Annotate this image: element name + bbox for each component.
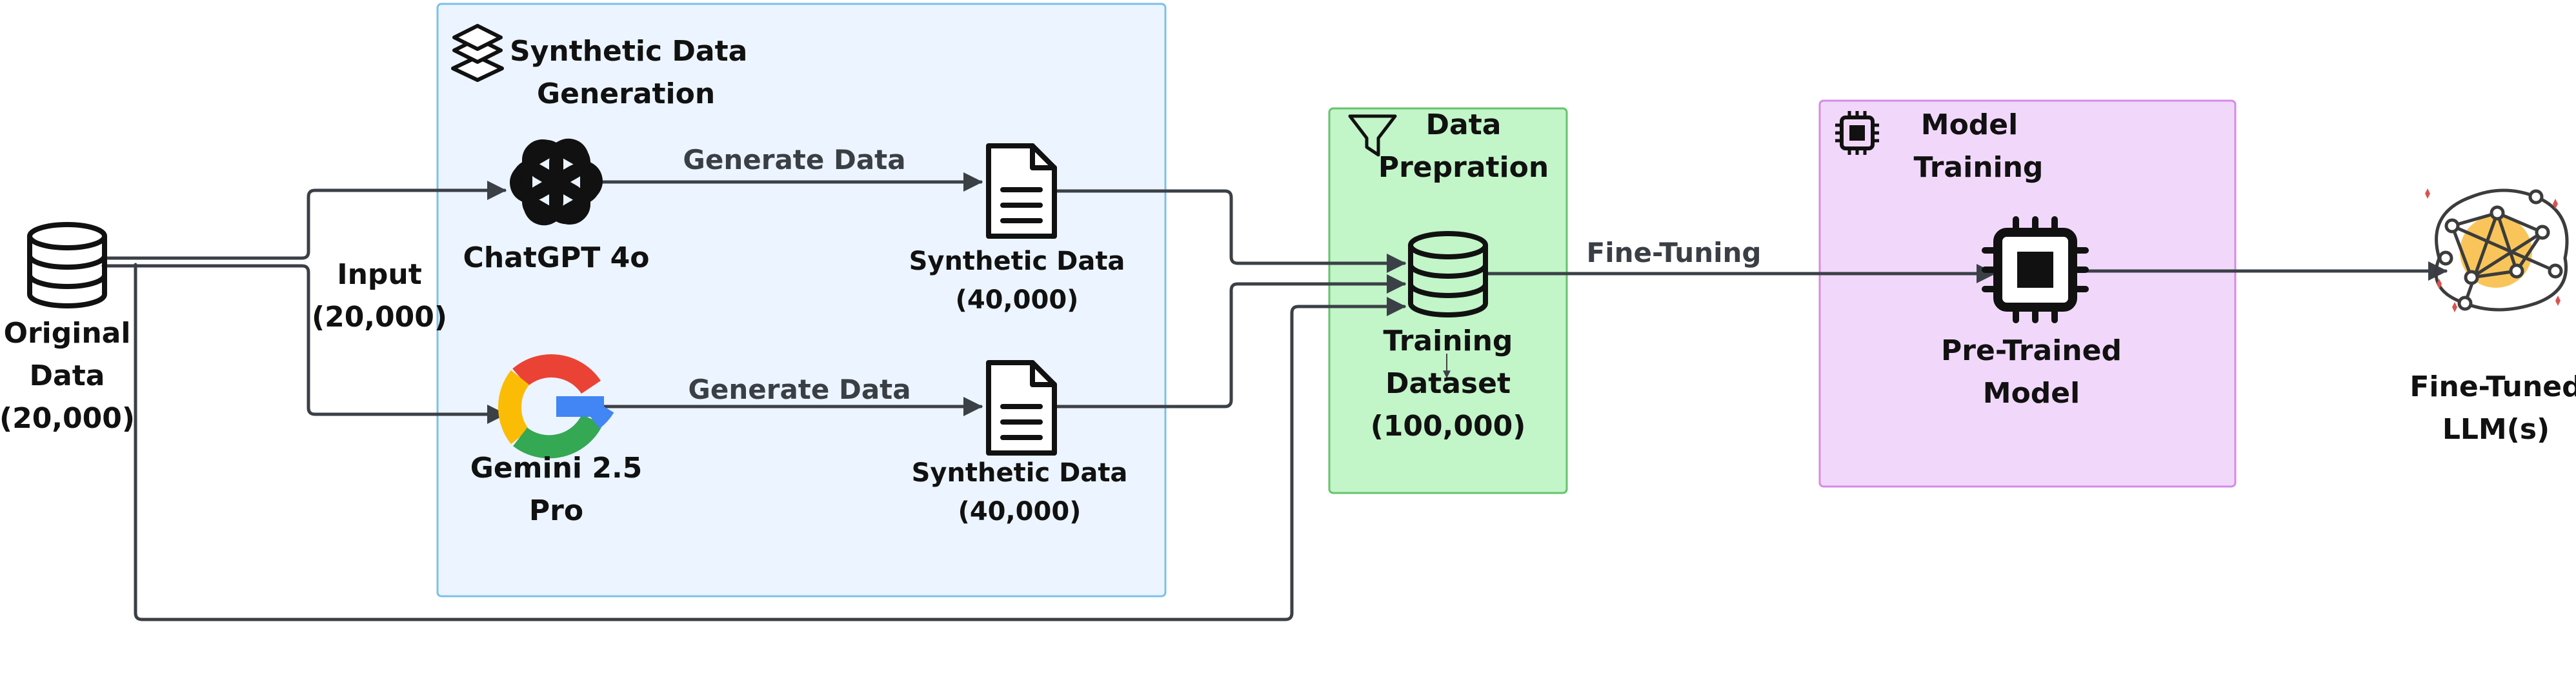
pretrained-label-line2: Model [1983, 377, 2080, 410]
connectors [101, 172, 2448, 621]
edge-source-to-gemini [101, 264, 507, 424]
synthetic-top-label-line2: (40,000) [956, 285, 1079, 315]
gemini-label-line1: Gemini 2.5 [470, 452, 643, 485]
synthetic-group-title-line2: Generation [537, 77, 715, 110]
original-data-node: Original Data (20,000) [0, 222, 135, 435]
openai-logo-icon [510, 138, 603, 226]
generate-data-label-bottom: Generate Data [688, 374, 911, 405]
edge-synthetic-top-to-dataset [1052, 189, 1406, 273]
brain-network-icon [2425, 188, 2569, 312]
original-data-label-line3: (20,000) [0, 402, 135, 435]
fine-tuned-llm-label-line1: Fine-Tuned [2410, 370, 2576, 403]
layers-icon [451, 24, 504, 82]
synthetic-data-bottom-node: Synthetic Data (40,000) [912, 360, 1128, 527]
edge-source-bypass-to-dataset [134, 263, 1406, 621]
input-label-line1: Input [337, 258, 422, 291]
gemini-node: Gemini 2.5 Pro [470, 354, 643, 527]
training-dataset-label-line3: (100,000) [1371, 410, 1526, 443]
filter-icon [1348, 114, 1397, 157]
training-dataset-label-line2: Dataset [1385, 367, 1511, 400]
fine-tuned-llm-label-line2: LLM(s) [2442, 413, 2550, 446]
synthetic-group-title-line1: Synthetic Data [510, 35, 747, 68]
chip-icon [1982, 216, 2089, 323]
chip-icon [1835, 111, 1879, 155]
synthetic-top-label-line1: Synthetic Data [909, 246, 1125, 276]
synthetic-bottom-label-line2: (40,000) [958, 497, 1082, 527]
input-label-line2: (20,000) [312, 301, 447, 334]
document-icon [986, 143, 1057, 239]
training-dataset-node: Training Dataset (100,000) [1371, 231, 1526, 443]
fine-tuned-llm-node: Fine-Tuned LLM(s) [2410, 188, 2576, 446]
chatgpt-label: ChatGPT 4o [463, 241, 650, 274]
training-group-title-line1: Model [1921, 108, 2018, 141]
training-group-title-line2: Training [1914, 151, 2044, 184]
original-data-label-line2: Data [30, 359, 105, 392]
pretrained-model-node: Pre-Trained Model [1941, 216, 2122, 410]
data-preparation-group [1328, 107, 1568, 494]
google-g-logo-icon [498, 354, 614, 459]
synthetic-generation-group [436, 3, 1167, 598]
synthetic-bottom-label-line1: Synthetic Data [912, 458, 1128, 488]
original-data-label-line1: Original [4, 317, 131, 350]
prep-group-title-line1: Data [1426, 108, 1502, 141]
gemini-label-line2: Pro [529, 494, 583, 527]
synthetic-data-top-node: Synthetic Data (40,000) [909, 143, 1125, 315]
pretrained-label-line1: Pre-Trained [1941, 334, 2122, 367]
document-icon [986, 360, 1057, 456]
prep-group-title-line2: Prepration [1378, 151, 1549, 184]
database-icon [1408, 231, 1488, 317]
generate-data-label-top: Generate Data [683, 144, 905, 176]
database-icon [27, 222, 107, 308]
training-dataset-label-line1: Training [1384, 325, 1513, 357]
edge-source-to-chatgpt [101, 181, 507, 260]
edge-synthetic-bottom-to-dataset [1052, 274, 1406, 408]
chatgpt-node: ChatGPT 4o [463, 138, 650, 274]
fine-tuning-label: Fine-Tuning [1587, 237, 1762, 268]
